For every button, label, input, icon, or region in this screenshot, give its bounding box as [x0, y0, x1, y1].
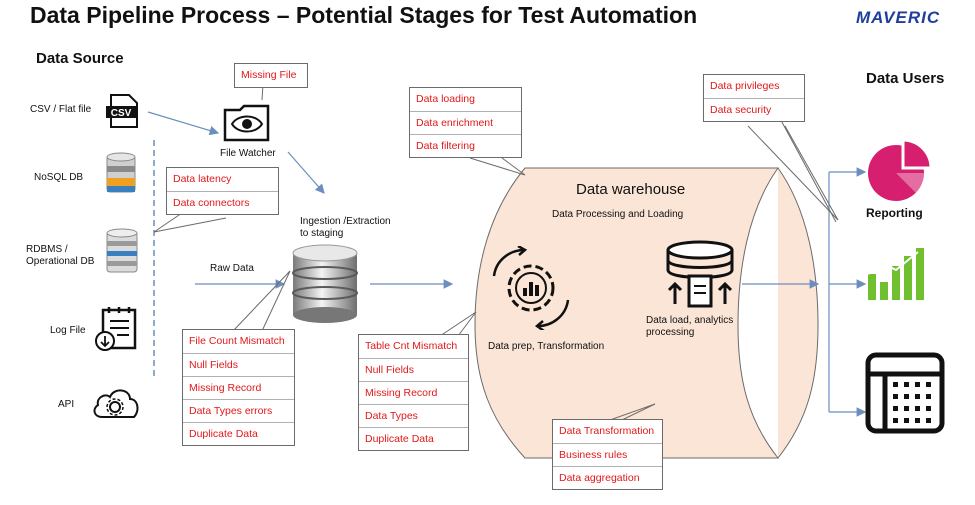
- callout-item: Null Fields: [359, 358, 468, 381]
- callout-missing-file: Missing File: [234, 63, 308, 88]
- database-load-icon: [666, 240, 734, 308]
- source-label-rdbms: RDBMS / Operational DB: [26, 244, 95, 267]
- callout-item: Data aggregation: [553, 466, 662, 489]
- callout-item: Data latency: [173, 173, 232, 185]
- callout-item: Data Transformation: [559, 425, 655, 437]
- callout-ingestion-checks: File Count Mismatch Null Fields Missing …: [182, 329, 295, 446]
- callout-item: File Count Mismatch: [189, 335, 285, 347]
- load-label: Data load, analytics processing: [646, 315, 734, 338]
- source-label-api: API: [58, 399, 75, 410]
- ingestion-label: Ingestion /Extraction to staging: [300, 216, 391, 239]
- callout-item: Business rules: [553, 443, 662, 466]
- data-warehouse-shape: [474, 167, 819, 459]
- callout-data-privileges: Data privileges Data security: [703, 74, 805, 122]
- callout-staging-checks: Table Cnt Mismatch Null Fields Missing R…: [358, 334, 469, 451]
- folder-eye-icon: [223, 104, 270, 142]
- callout-transformation: Data Transformation Business rules Data …: [552, 419, 663, 490]
- database-icon: [106, 228, 138, 273]
- clipboard-icon: [95, 307, 137, 351]
- source-label-nosql: NoSQL DB: [34, 172, 84, 183]
- cloud-gear-icon: [93, 389, 139, 418]
- callout-item: Data filtering: [410, 134, 521, 157]
- callout-item: Data loading: [416, 93, 475, 105]
- callout-item: Duplicate Data: [359, 427, 468, 450]
- prep-label: Data prep, Transformation: [488, 341, 605, 352]
- reporting-label: Reporting: [866, 206, 923, 220]
- callout-item: Missing Record: [183, 376, 294, 399]
- callout-item: Table Cnt Mismatch: [365, 340, 458, 352]
- callout-item: Data enrichment: [410, 111, 521, 134]
- maveric-logo: MAVERIC: [856, 8, 941, 27]
- database-icon: [106, 152, 136, 193]
- database-icon: [292, 244, 358, 323]
- data-users-heading: Data Users: [866, 70, 945, 87]
- gear-chart-icon: [492, 246, 570, 330]
- page-title: Data Pipeline Process – Potential Stages…: [30, 2, 698, 28]
- callout-item: Duplicate Data: [183, 422, 294, 445]
- bar-chart-icon: [867, 248, 924, 300]
- callout-item: Data Types: [359, 404, 468, 427]
- data-source-heading: Data Source: [36, 50, 124, 67]
- file-watcher-label: File Watcher: [220, 148, 276, 159]
- warehouse-subtitle: Data Processing and Loading: [552, 209, 684, 220]
- callout-data-source: Data latency Data connectors: [166, 167, 279, 215]
- source-label-csv: CSV / Flat file: [30, 104, 92, 115]
- callout-item: Missing Record: [359, 381, 468, 404]
- source-label-log: Log File: [50, 325, 86, 336]
- callout-item: Data connectors: [167, 191, 278, 214]
- csv-file-icon: CSV: [106, 94, 138, 128]
- svg-text:CSV: CSV: [111, 108, 132, 119]
- raw-data-label: Raw Data: [210, 263, 254, 274]
- callout-item: Null Fields: [183, 353, 294, 376]
- pie-chart-icon: [868, 141, 930, 201]
- callout-item: Data Types errors: [183, 399, 294, 422]
- arrow-csv-to-watcher: [147, 111, 220, 136]
- callout-item: Data security: [704, 98, 804, 121]
- table-grid-icon: [865, 352, 945, 434]
- callout-data-loading: Data loading Data enrichment Data filter…: [409, 87, 522, 158]
- arrow-watcher-to-ingestion: [287, 151, 325, 194]
- callout-item: Data privileges: [710, 80, 780, 92]
- callout-item: Missing File: [241, 69, 297, 81]
- warehouse-title: Data warehouse: [576, 181, 686, 198]
